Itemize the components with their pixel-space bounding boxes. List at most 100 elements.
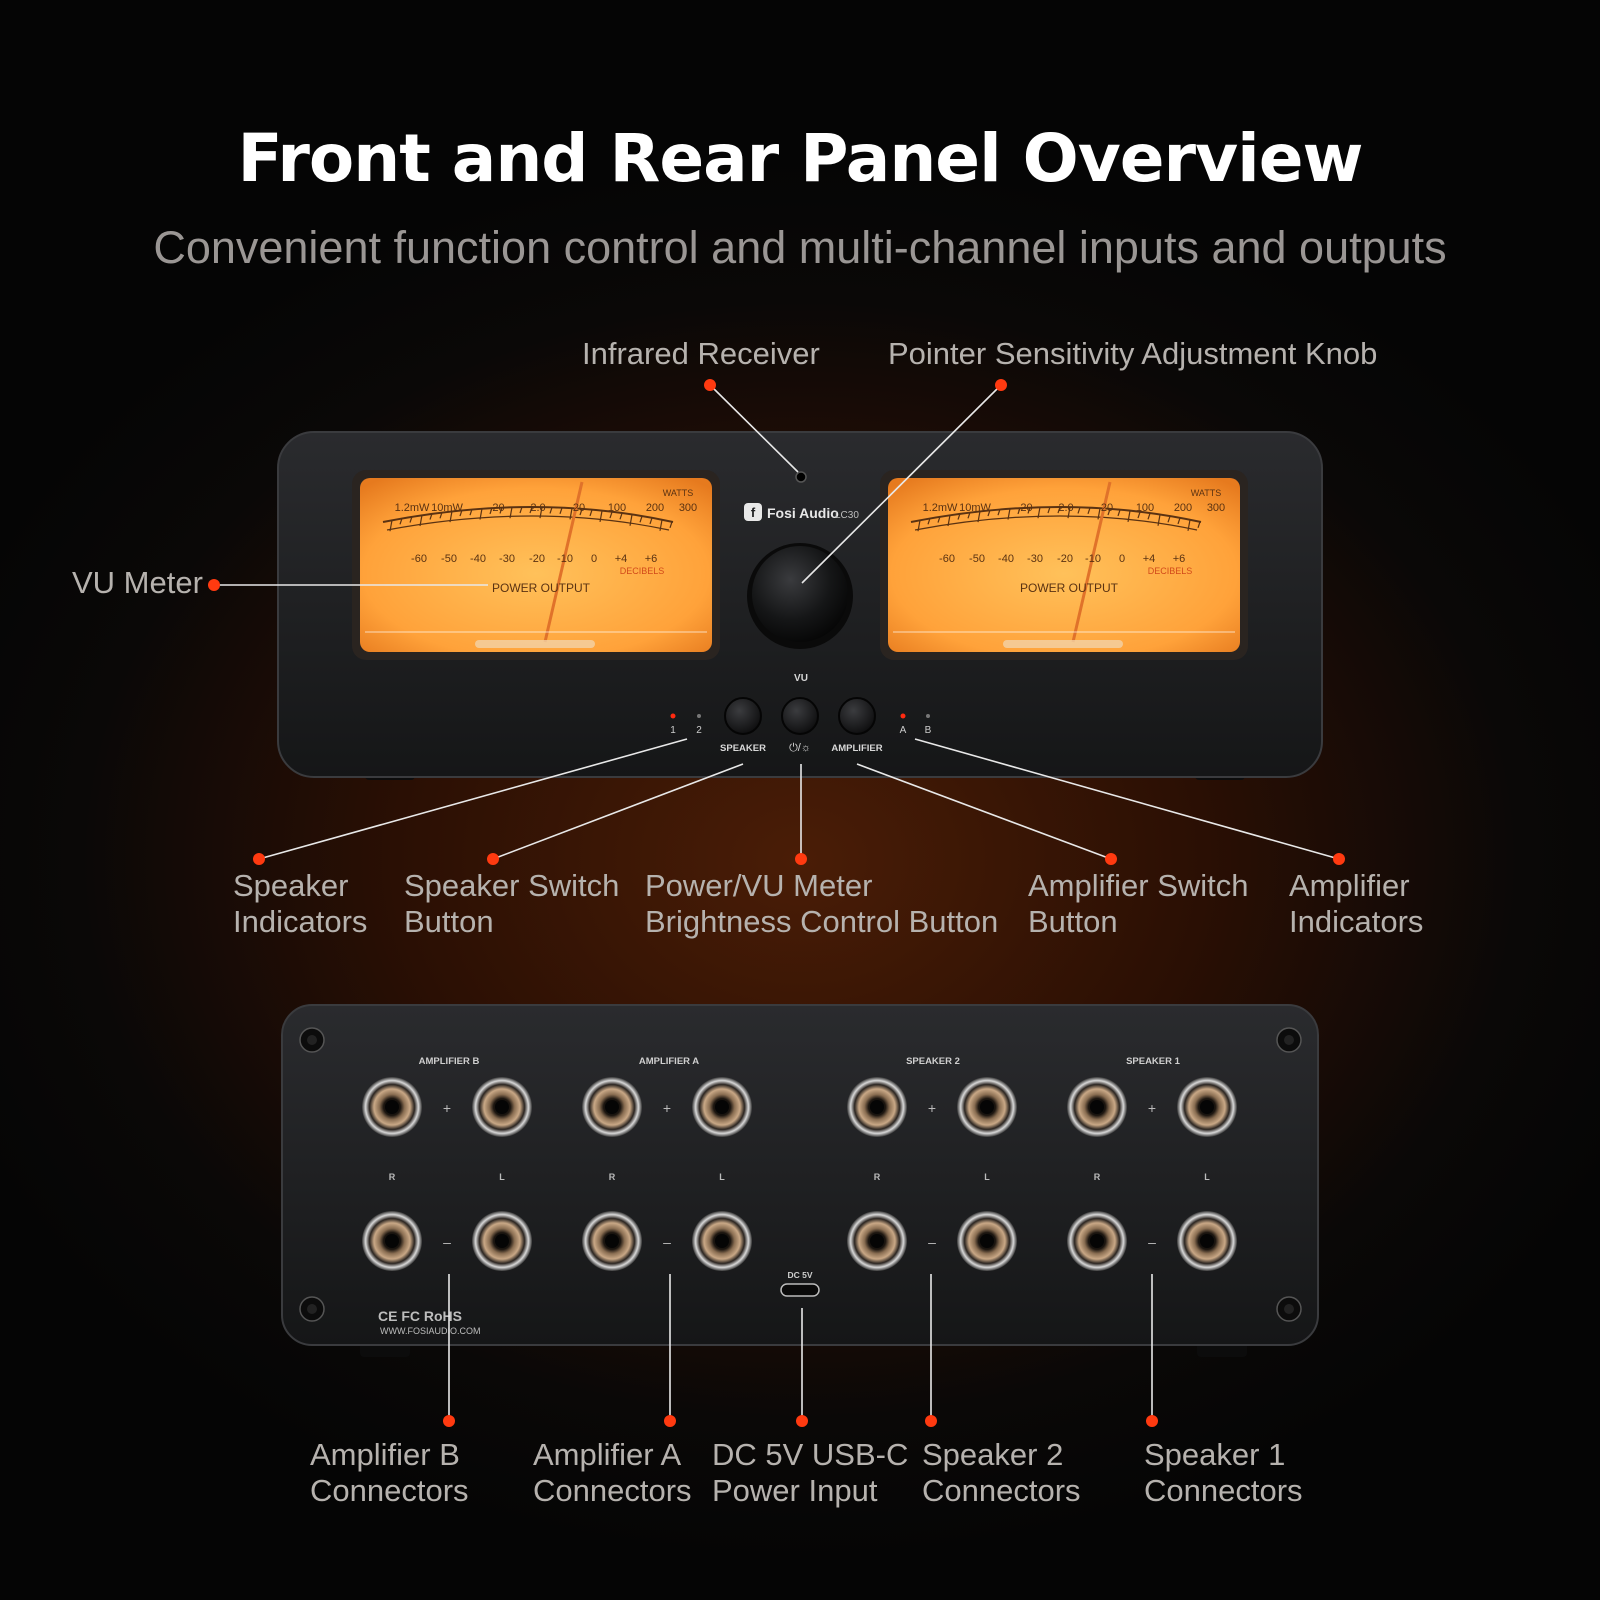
watts-tick-label: 200: [646, 502, 664, 514]
usb-c-port[interactable]: [780, 1283, 820, 1297]
minus-label: –: [663, 1234, 671, 1250]
meter-tick: [1027, 507, 1031, 514]
meter-tick: [1047, 506, 1051, 514]
group-label-speaker-1: SPEAKER 1: [1126, 1056, 1181, 1067]
meter-tick: [1127, 510, 1131, 523]
channel-l-label: L: [719, 1172, 725, 1182]
svg-text:f: f: [751, 505, 756, 520]
rear-panel: AMPLIFIER B AMPLIFIER A SPEAKER 2 SPEAKE…: [281, 1004, 1319, 1357]
callout-dot: [487, 853, 499, 865]
label-speaker2-connectors: Speaker 2 Connectors: [922, 1437, 1081, 1509]
label-line: Speaker: [233, 868, 349, 903]
callout-dot: [795, 853, 807, 865]
meter-tick: [927, 518, 931, 525]
meter-tick: [549, 507, 553, 514]
label-speaker-indicators: Speaker Indicators: [233, 868, 367, 940]
watts-tick-label: 100: [608, 502, 626, 514]
page-title: Front and Rear Panel Overview: [237, 120, 1364, 197]
callout-dot: [796, 1415, 808, 1427]
binding-post-hole: [870, 1100, 884, 1114]
meter-tick: [519, 506, 523, 514]
binding-post-hole: [1200, 1100, 1214, 1114]
meter-tick: [639, 516, 643, 523]
meter-decibels-label: DECIBELS: [1148, 566, 1193, 576]
meter-tick: [1037, 507, 1041, 519]
label-line: Connectors: [310, 1473, 469, 1508]
meter-tick: [509, 507, 513, 519]
meter-tick: [569, 508, 573, 520]
watts-tick-label: 1.2mW: [395, 502, 430, 514]
watts-tick-label: 200: [1174, 502, 1192, 514]
amplifier-a-indicator: [900, 713, 906, 719]
dc-5v-label: DC 5V: [787, 1270, 812, 1280]
db-tick-label: +4: [615, 553, 628, 565]
label-speaker1-connectors: Speaker 1 Connectors: [1144, 1437, 1303, 1509]
meter-tick: [449, 511, 453, 523]
label-line: Button: [1028, 904, 1118, 939]
speaker-2-indicator: [697, 714, 701, 718]
speaker-switch-button[interactable]: [724, 697, 762, 735]
db-tick-label: -20: [1057, 553, 1073, 565]
screw-head: [307, 1035, 317, 1045]
power-button[interactable]: [781, 697, 819, 735]
brand-logo: f Fosi Audio LC30: [744, 503, 859, 521]
meter-decibels-label: DECIBELS: [620, 566, 665, 576]
watts-tick-label: 300: [1207, 502, 1225, 514]
group-label-amplifier-b: AMPLIFIER B: [419, 1056, 480, 1067]
meter-tick: [917, 520, 921, 532]
watts-tick-label: 100: [1136, 502, 1154, 514]
channel-l-label: L: [984, 1172, 990, 1182]
callout-dot: [1333, 853, 1345, 865]
amplifier-indicator-a-label: A: [900, 725, 907, 736]
binding-post-hole: [385, 1234, 399, 1248]
watts-tick-label: 2.0: [1058, 502, 1073, 514]
db-tick-label: -10: [1085, 553, 1101, 565]
meter-tick: [1057, 506, 1061, 514]
watts-tick-label: 20: [1101, 502, 1113, 514]
db-tick-label: +6: [645, 553, 658, 565]
binding-post-hole: [980, 1234, 994, 1248]
watts-tick-label: 20: [573, 502, 585, 514]
label-line: Amplifier: [1289, 868, 1410, 903]
label-line: Button: [404, 904, 494, 939]
label-line: Speaker Switch: [404, 868, 620, 903]
binding-post-hole: [605, 1234, 619, 1248]
meter-tick: [1187, 519, 1191, 531]
meter-tick: [1157, 514, 1161, 526]
meter-tick: [957, 513, 961, 520]
speaker-indicator-1-label: 1: [670, 725, 676, 736]
label-amplifier-switch: Amplifier Switch Button: [1028, 868, 1249, 940]
binding-post-hole: [385, 1100, 399, 1114]
binding-post-hole: [980, 1100, 994, 1114]
channel-r-label: R: [389, 1172, 396, 1182]
channel-l-label: L: [499, 1172, 505, 1182]
channel-r-label: R: [874, 1172, 881, 1182]
label-line: Indicators: [233, 904, 368, 939]
watts-tick-label: 300: [679, 502, 697, 514]
group-label-speaker-2: SPEAKER 2: [906, 1056, 960, 1067]
website: WWW.FOSIAUDIO.COM: [380, 1326, 481, 1336]
meter-tick: [997, 509, 1001, 516]
label-line: Power/VU Meter: [645, 868, 873, 903]
meter-tick: [489, 507, 493, 515]
db-tick-label: -50: [969, 553, 985, 565]
meter-tick: [399, 518, 403, 525]
speaker-button-label: SPEAKER: [720, 743, 766, 754]
label-vu-meter: VU Meter: [72, 565, 203, 600]
meter-tick: [609, 511, 613, 519]
meter-tick: [1067, 507, 1071, 519]
meter-tick: [1097, 508, 1101, 520]
meter-tick: [947, 514, 951, 527]
meter-tick: [659, 519, 663, 531]
power-button-label: ⏻/☼: [789, 742, 811, 754]
meter-tick: [409, 516, 413, 523]
label-pointer-knob: Pointer Sensitivity Adjustment Knob: [888, 336, 1378, 371]
amplifier-switch-button[interactable]: [838, 697, 876, 735]
db-tick-label: +4: [1143, 553, 1156, 565]
meter-tick: [469, 509, 473, 516]
meter-tick: [559, 507, 563, 515]
screw-head: [1284, 1035, 1294, 1045]
group-label-amplifier-a: AMPLIFIER A: [639, 1056, 699, 1067]
